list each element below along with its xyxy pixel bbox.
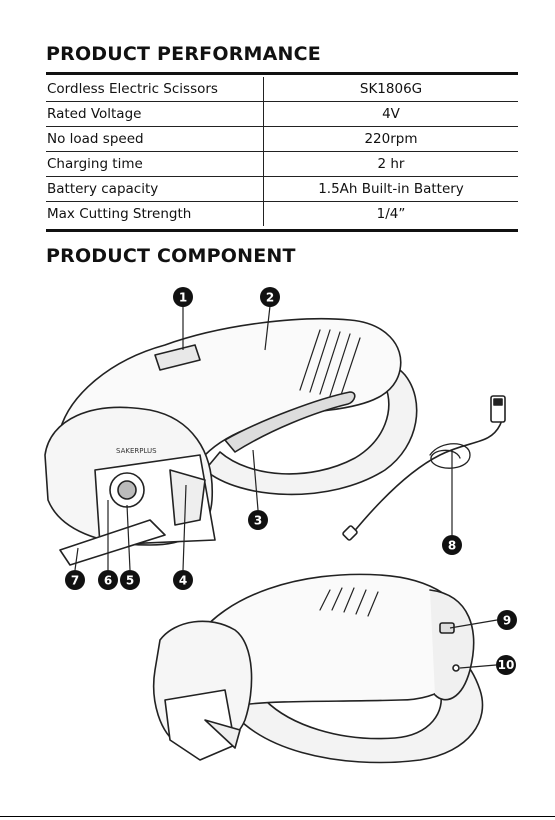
callout-7: 7 [65,570,85,590]
spec-table: Cordless Electric Scissors SK1806G Rated… [46,77,518,226]
callout-1: 1 [173,287,193,307]
svg-text:1: 1 [179,291,187,305]
svg-text:7: 7 [71,574,79,588]
spec-label: No load speed [46,127,264,152]
table-row: No load speed 220rpm [46,127,518,152]
table-row: Battery capacity 1.5Ah Built-in Battery [46,177,518,202]
performance-rule [46,72,518,75]
scissors-top-illustration: SAKERPLUS [45,319,417,565]
page-bottom-rule [0,816,555,817]
svg-text:4: 4 [179,574,187,588]
spec-label: Charging time [46,152,264,177]
brand-logo-text: SAKERPLUS [116,447,157,455]
callout-9: 9 [497,610,517,630]
component-title: PRODUCT COMPONENT [46,245,296,267]
spec-label: Battery capacity [46,177,264,202]
callout-6: 6 [98,570,118,590]
svg-text:6: 6 [104,574,112,588]
product-diagram: SAKERPLUS [0,270,555,816]
spec-value: SK1806G [264,77,519,102]
callout-5: 5 [120,570,140,590]
svg-text:2: 2 [266,291,274,305]
spec-value: 1/4” [264,202,519,227]
spec-value: 4V [264,102,519,127]
table-row: Max Cutting Strength 1/4” [46,202,518,227]
table-row: Charging time 2 hr [46,152,518,177]
callout-4: 4 [173,570,193,590]
svg-text:8: 8 [448,539,456,553]
spec-value: 1.5Ah Built-in Battery [264,177,519,202]
svg-text:3: 3 [254,514,262,528]
table-row: Rated Voltage 4V [46,102,518,127]
svg-text:9: 9 [503,614,511,628]
performance-title: PRODUCT PERFORMANCE [46,43,321,65]
svg-text:10: 10 [498,658,515,672]
callout-8: 8 [442,535,462,555]
spec-value: 220rpm [264,127,519,152]
callout-10: 10 [496,655,516,675]
callout-3: 3 [248,510,268,530]
spec-label: Rated Voltage [46,102,264,127]
scissors-bottom-illustration [154,574,483,762]
spec-label: Cordless Electric Scissors [46,77,264,102]
spec-value: 2 hr [264,152,519,177]
callout-2: 2 [260,287,280,307]
svg-text:5: 5 [126,574,134,588]
table-row: Cordless Electric Scissors SK1806G [46,77,518,102]
table-bottom-rule [46,229,518,232]
spec-label: Max Cutting Strength [46,202,264,227]
